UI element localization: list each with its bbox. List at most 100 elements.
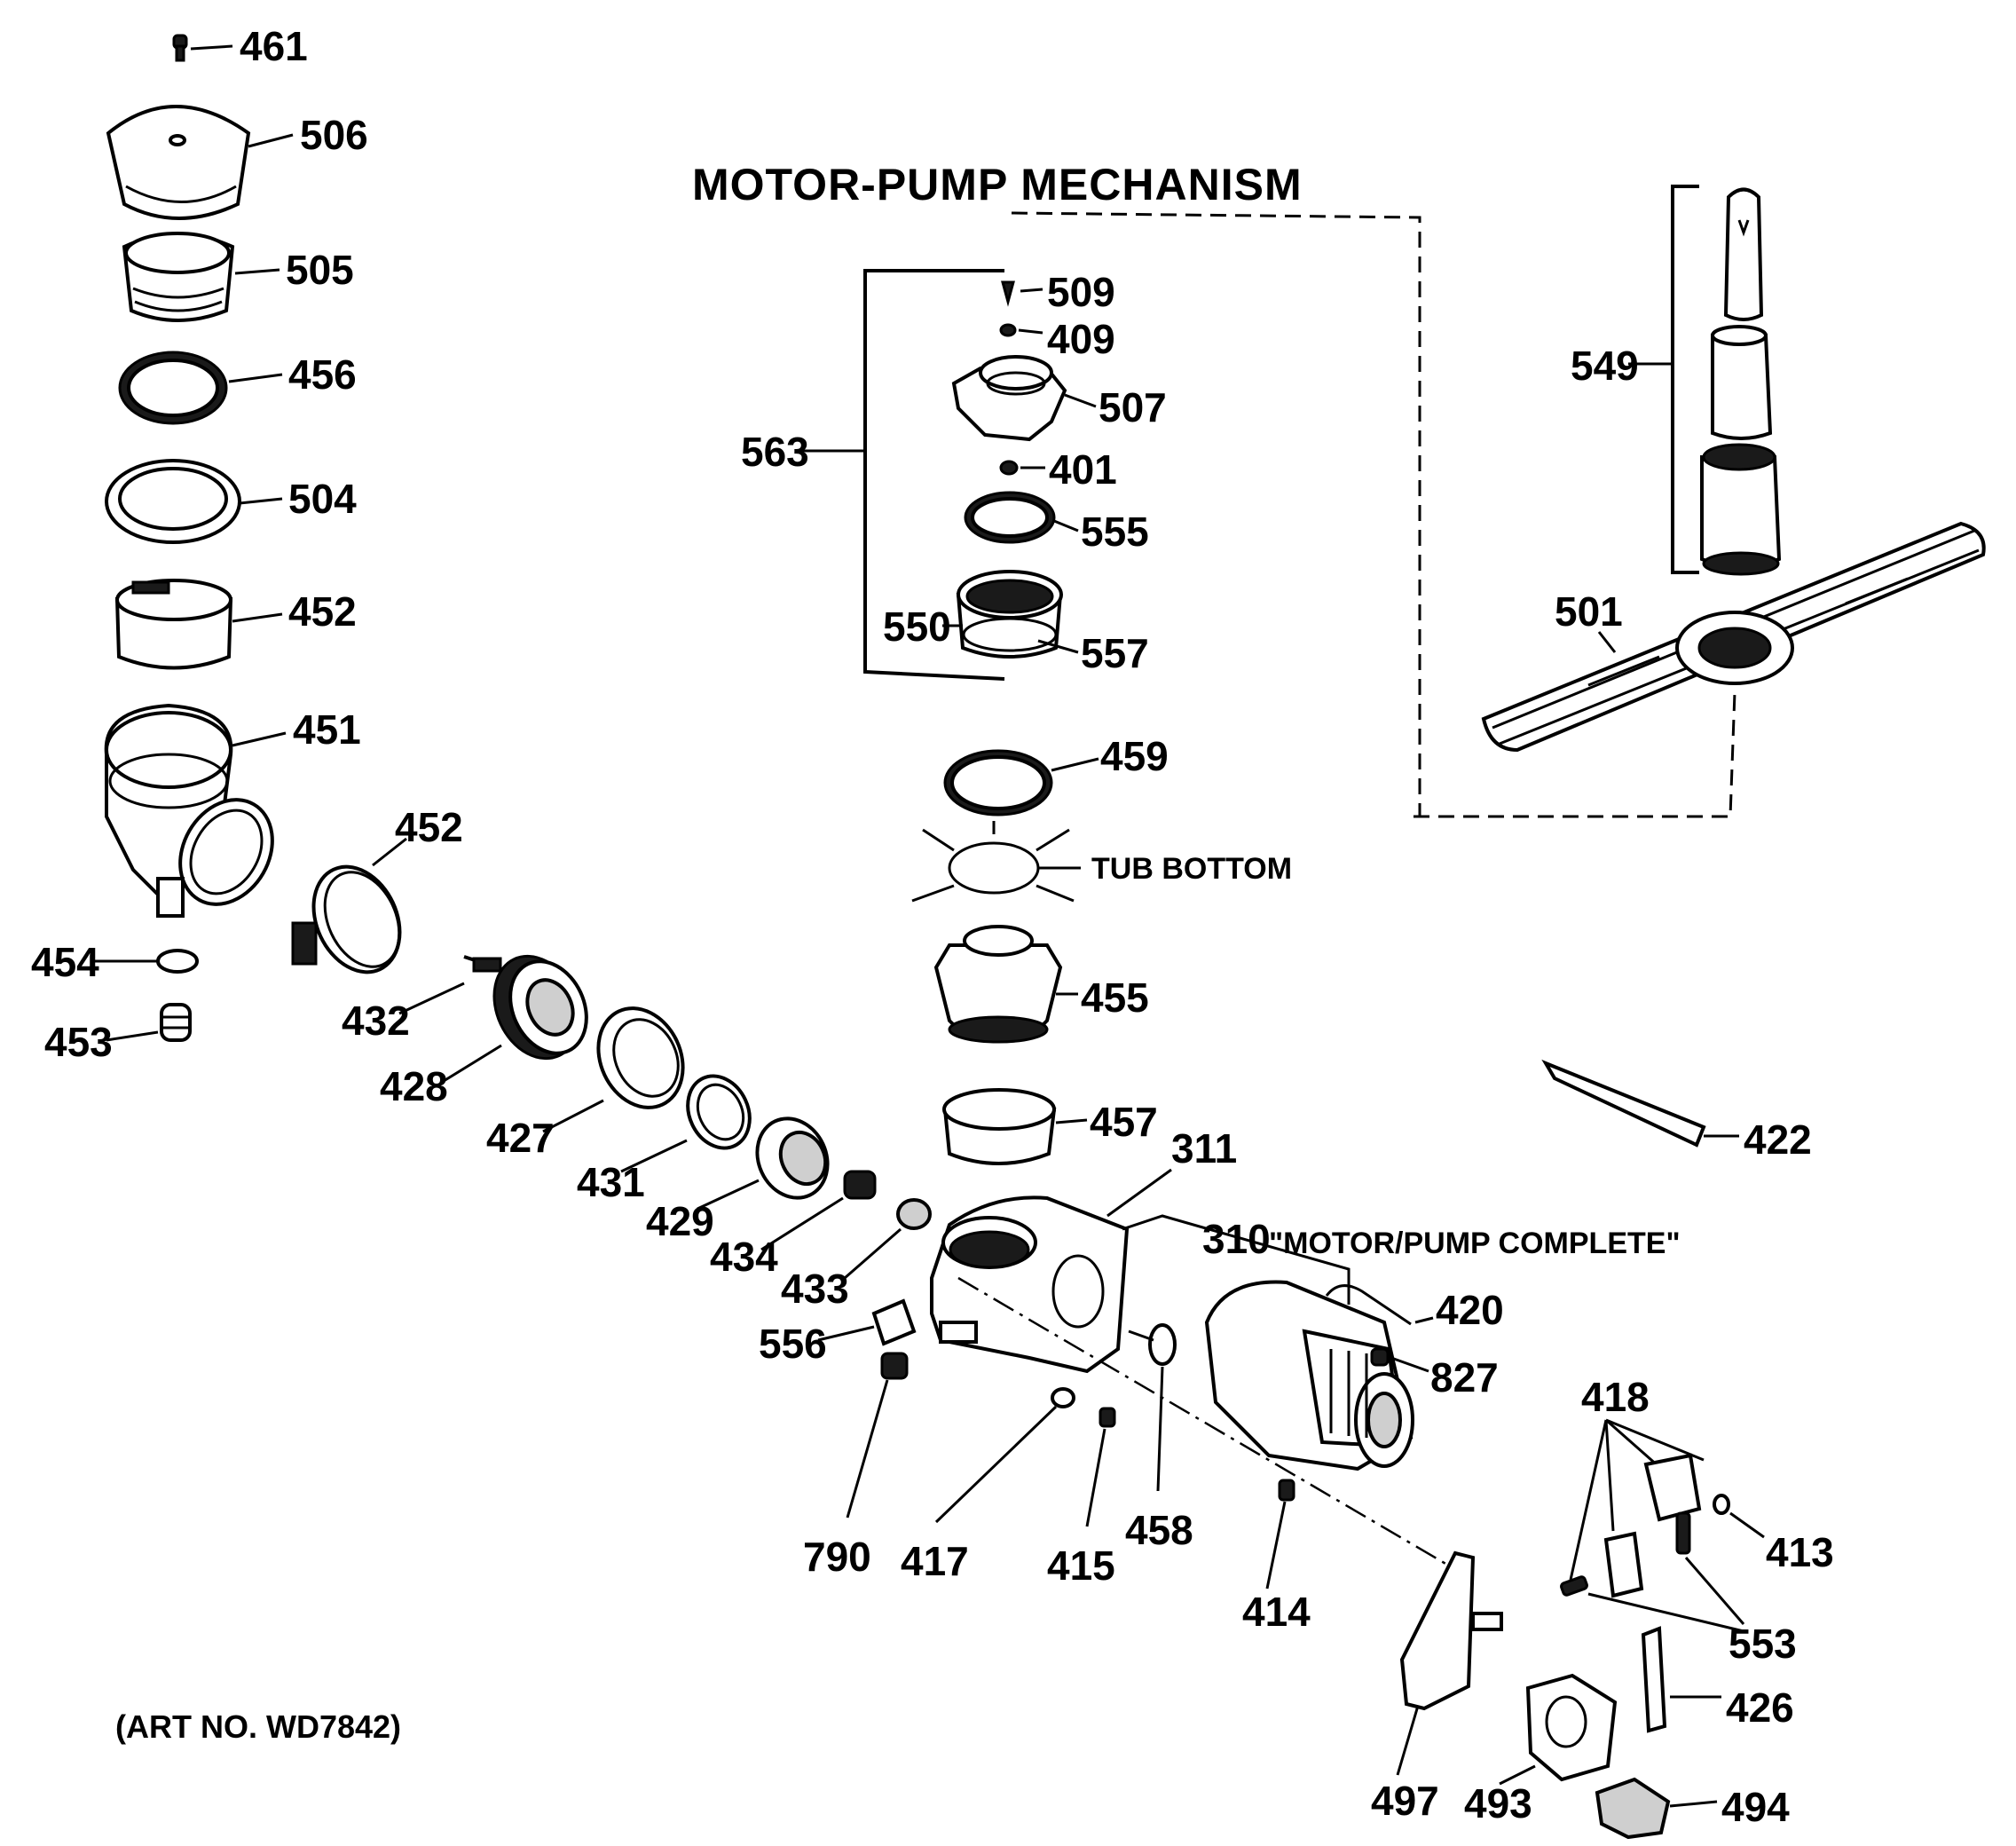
part-417-washer [934,1387,1075,1524]
label-413: 413 [1766,1529,1834,1575]
part-427-seal-plate [542,1006,685,1133]
label-507: 507 [1099,384,1167,430]
part-501-spray-arm [1481,521,1986,753]
part-556-check-valve [817,1298,917,1346]
part-432-pin [398,955,502,1015]
part-433-bushing [844,1198,932,1280]
label-557: 557 [1081,630,1149,676]
label-433: 433 [781,1266,849,1312]
label-458: 458 [1125,1507,1193,1553]
part-426-bracket [1641,1626,1721,1733]
label-415: 415 [1047,1542,1115,1589]
part-452-clamp-lower [291,837,407,974]
label-555: 555 [1081,509,1149,555]
label-434: 434 [710,1234,778,1280]
label-456: 456 [288,351,357,398]
part-497-bracket [1396,1550,1503,1776]
part-827-screw [1370,1347,1429,1373]
part-549-tower [1700,187,1782,576]
label-453: 453 [44,1019,113,1065]
part-414-screw [1265,1479,1295,1590]
part-493-bracket [1499,1673,1618,1786]
label-556: 556 [759,1321,827,1367]
part-550-550-housing [942,570,1079,659]
label-505: 505 [286,247,354,293]
part-549-bracket [1671,185,1699,574]
label-563: 563 [741,429,809,475]
part-456-gasket [118,351,283,425]
label-827: 827 [1430,1354,1499,1400]
part-428-impeller [443,954,588,1083]
part-506-cover [106,105,294,220]
part-311-pump-housing [930,1168,1172,1374]
diagram-title: MOTOR-PUMP MECHANISM [692,160,1303,209]
label-420: 420 [1436,1287,1504,1333]
label-553: 553 [1729,1621,1797,1667]
label-501: 501 [1555,588,1623,635]
label-428: 428 [380,1063,448,1109]
part-555-gasket [964,491,1079,544]
part-429-chopper [697,1116,830,1211]
part-504-retainer [105,459,283,544]
part-401-washer [999,460,1045,476]
label-504: 504 [288,476,357,522]
part-509-screw [1001,280,1043,307]
label-451: 451 [293,706,361,753]
label-414: 414 [1242,1589,1311,1635]
art-number: (ART NO. WD7842) [115,1708,401,1745]
tub-bottom-marker [911,821,1081,903]
label-422: 422 [1744,1116,1812,1163]
part-455-hub [933,925,1078,1044]
part-422-rail [1541,1059,1739,1148]
part-790-spring [846,1352,909,1519]
label-409: 409 [1047,316,1115,362]
part-494-cover [1595,1777,1718,1840]
label-494: 494 [1721,1784,1790,1830]
label-417: 417 [901,1538,969,1584]
label-497: 497 [1371,1778,1439,1824]
part-553-springs [1560,1511,1745,1633]
tub-bottom-label: TUB BOTTOM [1091,852,1292,886]
label-506: 506 [300,112,368,158]
motor-pump-complete-label: "MOTOR/PUMP COMPLETE" [1269,1227,1681,1260]
part-454-clip [93,949,199,974]
label-457: 457 [1090,1099,1158,1145]
part-number-310: 310 [1202,1216,1271,1262]
motor-pump-complete-bracket [1122,1214,1351,1305]
label-432: 432 [342,998,410,1044]
label-454: 454 [31,939,99,985]
assembly-centerline [957,1276,1474,1582]
label-401: 401 [1049,446,1117,493]
part-563-bracket [863,269,1005,681]
label-418: 418 [1581,1374,1650,1420]
part-431-ring [620,1074,752,1173]
part-459-gasket [943,749,1099,816]
part-453-plug [106,1003,192,1042]
part-434-nut [760,1170,877,1251]
part-461-screw [172,34,233,62]
label-429: 429 [646,1198,714,1244]
part-motor [1204,1280,1414,1471]
part-505-filter [122,232,280,322]
part-451-sump [104,703,287,918]
label-452-upper: 452 [288,588,357,635]
label-452-lower: 452 [395,804,463,850]
part-413-screw [1713,1494,1765,1539]
label-427: 427 [486,1115,555,1161]
label-455: 455 [1081,974,1149,1021]
part-457-clamp [942,1088,1088,1165]
label-426: 426 [1726,1684,1794,1731]
label-459: 459 [1100,733,1169,779]
dashed-assembly-outline [1011,211,1736,818]
label-509: 509 [1047,269,1115,315]
label-431: 431 [577,1159,645,1205]
label-790: 790 [803,1534,871,1580]
part-420-wire [1325,1284,1434,1326]
part-415-screw [1085,1407,1116,1527]
part-418-switch-assembly [1569,1418,1705,1598]
part-458-seal [1128,1323,1177,1492]
label-461: 461 [240,23,308,69]
label-311: 311 [1171,1125,1237,1172]
